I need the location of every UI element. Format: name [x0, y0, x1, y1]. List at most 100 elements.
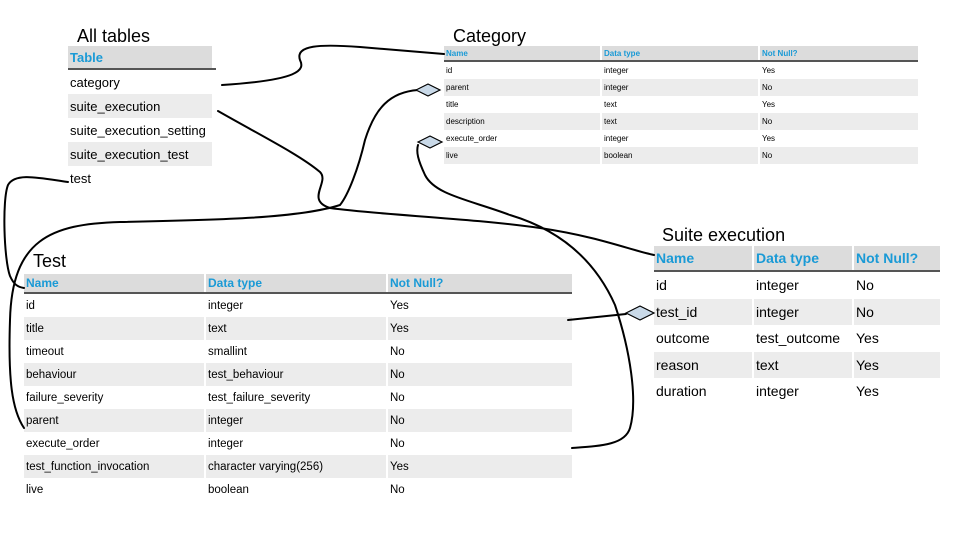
column-header-not-null: Not Null? — [854, 246, 940, 272]
table-list-item[interactable]: suite_execution — [68, 94, 216, 118]
column-gap — [758, 79, 760, 96]
field-name: parent — [24, 409, 204, 432]
field-not-null: Yes — [856, 383, 879, 400]
column-gap — [204, 317, 206, 340]
table-list-item[interactable]: suite_execution_setting — [68, 118, 216, 142]
column-gap — [758, 62, 760, 79]
column-gap — [758, 46, 760, 62]
field-name: test_id — [654, 298, 752, 325]
diamond-connector-parent — [414, 83, 442, 97]
field-type: test_outcome — [756, 330, 841, 347]
column-gap — [600, 147, 602, 164]
field-name: reason — [654, 351, 752, 378]
column-header-name: Name — [654, 246, 752, 272]
column-gap — [752, 351, 754, 378]
column-gap — [852, 272, 854, 299]
column-gap — [386, 294, 388, 317]
column-gap — [204, 432, 206, 455]
column-gap — [386, 455, 388, 478]
column-gap — [204, 409, 206, 432]
column-gap — [204, 363, 206, 386]
field-type: integer — [756, 383, 799, 400]
field-type: text — [754, 351, 852, 378]
field-name: title — [446, 100, 459, 109]
field-not-null: Yes — [762, 134, 776, 143]
column-gap — [386, 478, 388, 501]
field-name: behaviour — [24, 363, 204, 386]
field-type: text — [206, 317, 386, 340]
column-gap — [386, 363, 388, 386]
field-type: boolean — [208, 483, 249, 496]
field-type: text — [604, 100, 617, 109]
field-not-null: No — [854, 298, 940, 325]
link-category-parent-to-test-parent — [8, 89, 419, 429]
column-gap — [204, 274, 206, 294]
table-name-test[interactable]: test — [70, 170, 91, 186]
field-name: duration — [656, 383, 707, 400]
field-not-null: Yes — [390, 299, 409, 312]
table-name-suite-execution-setting[interactable]: suite_execution_setting — [70, 122, 206, 138]
field-type: character varying(256) — [206, 455, 386, 478]
link-suite-execution-to-suite-table — [217, 110, 655, 256]
column-gap — [852, 378, 854, 405]
column-gap — [852, 325, 854, 352]
field-type: boolean — [602, 147, 758, 164]
table-name-suite-execution[interactable]: suite_execution — [68, 94, 212, 118]
column-gap — [852, 298, 854, 325]
link-execute-order-to-category-execute-order — [416, 144, 635, 449]
field-type: test_behaviour — [206, 363, 386, 386]
column-gap — [386, 274, 388, 294]
column-gap — [752, 378, 754, 405]
table-list-item[interactable]: suite_execution_test — [68, 142, 216, 166]
column-header-not-null: Not Null? — [760, 46, 918, 62]
column-gap — [386, 317, 388, 340]
column-gap — [600, 96, 602, 113]
column-gap — [752, 298, 754, 325]
all-tables-header: Table — [68, 46, 212, 70]
field-not-null: Yes — [854, 351, 940, 378]
column-header-data-type: Data type — [206, 274, 386, 294]
field-type: integer — [754, 298, 852, 325]
all-tables-header-row: Table — [68, 46, 216, 70]
column-header-data-type: Data type — [602, 46, 758, 62]
field-name: live — [444, 147, 600, 164]
diamond-connector-test-id — [624, 305, 656, 321]
field-not-null: No — [856, 277, 874, 294]
column-header-name: Name — [24, 274, 204, 294]
table-name-category[interactable]: category — [70, 74, 120, 90]
field-not-null: Yes — [856, 330, 879, 347]
column-gap — [212, 70, 216, 94]
category-title: Category — [453, 26, 527, 46]
table-list-item[interactable]: category — [68, 70, 216, 94]
table-name-suite-execution-test[interactable]: suite_execution_test — [68, 142, 212, 166]
table-list-item[interactable]: test — [68, 166, 216, 190]
suite-execution-title: Suite execution — [662, 225, 786, 245]
field-not-null: Yes — [388, 317, 572, 340]
suite-header-row: Name Data type Not Null? — [654, 246, 940, 272]
column-gap — [758, 147, 760, 164]
field-name: live — [26, 483, 44, 496]
column-gap — [600, 113, 602, 130]
field-name: id — [656, 277, 667, 294]
column-header-name: Name — [444, 46, 600, 62]
field-type: integer — [604, 134, 629, 143]
field-name: title — [24, 317, 204, 340]
column-gap — [600, 79, 602, 96]
column-gap — [212, 118, 216, 142]
all-tables-list: Table category suite_execution suite_exe… — [68, 46, 216, 190]
diamond-connector-execute-order — [416, 135, 444, 149]
field-name: failure_severity — [26, 391, 104, 404]
column-gap — [852, 351, 854, 378]
column-gap — [758, 96, 760, 113]
